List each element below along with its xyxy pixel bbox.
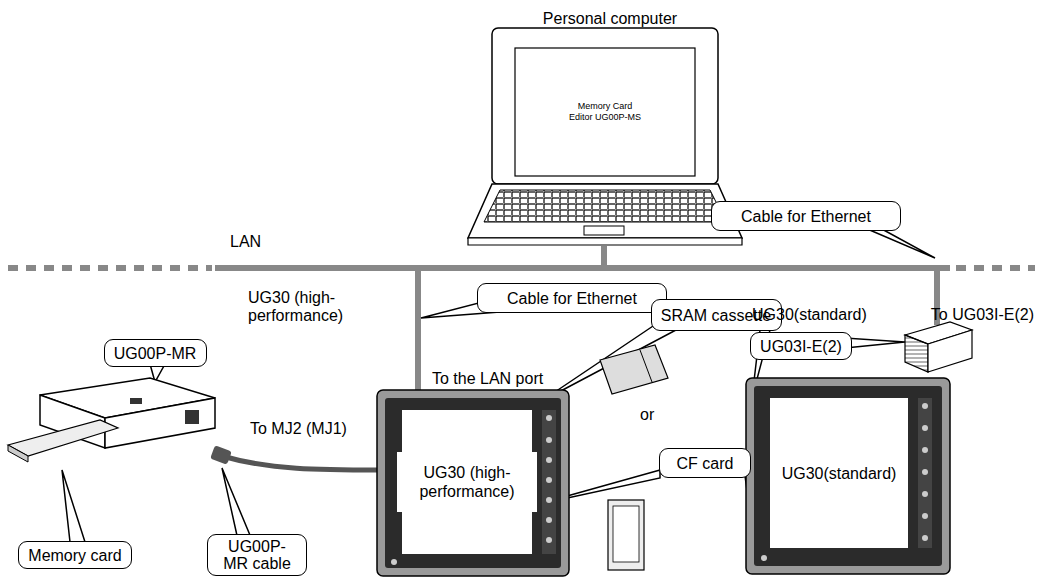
callout-box: CF card bbox=[659, 448, 751, 478]
node-text: Cable for Ethernet bbox=[507, 290, 637, 307]
device-label: UG30 (high-performance) bbox=[248, 289, 398, 325]
port-label: To MJ2 (MJ1) bbox=[250, 420, 347, 438]
callout-box: Cable for Ethernet bbox=[477, 283, 667, 313]
network-label: LAN bbox=[230, 233, 261, 251]
node-text: CF card bbox=[677, 455, 734, 472]
editor-screen: Memory Card Editor UG00P-MS bbox=[520, 82, 690, 142]
callout-box: UG00P-MR cable bbox=[207, 534, 307, 576]
display-screen: UG30(standard) bbox=[772, 453, 907, 493]
node-text: Memory Card Editor UG00P-MS bbox=[565, 101, 645, 123]
separator-text: or bbox=[640, 406, 654, 424]
port-label: To the LAN port bbox=[432, 370, 543, 388]
node-text: UG30 (high-performance) bbox=[407, 463, 527, 501]
node-text: UG30(standard) bbox=[782, 464, 897, 483]
node-text: Cable for Ethernet bbox=[741, 208, 871, 225]
node-text: UG03I-E(2) bbox=[760, 338, 842, 355]
node-text: UG00P-MR bbox=[114, 345, 197, 362]
callout-box: UG03I-E(2) bbox=[750, 332, 852, 360]
node-text: UG00P-MR cable bbox=[217, 538, 297, 572]
callout-box: Memory card bbox=[18, 541, 132, 569]
callout-box: Cable for Ethernet bbox=[711, 201, 901, 231]
node-text: Memory card bbox=[28, 547, 121, 564]
device-label: Personal computer bbox=[543, 10, 677, 28]
port-label: To UG03I-E(2) bbox=[931, 306, 1034, 324]
display-screen: UG30 (high-performance) bbox=[397, 452, 537, 512]
callout-box: UG00P-MR bbox=[104, 339, 207, 367]
device-label: UG30(standard) bbox=[752, 306, 867, 324]
